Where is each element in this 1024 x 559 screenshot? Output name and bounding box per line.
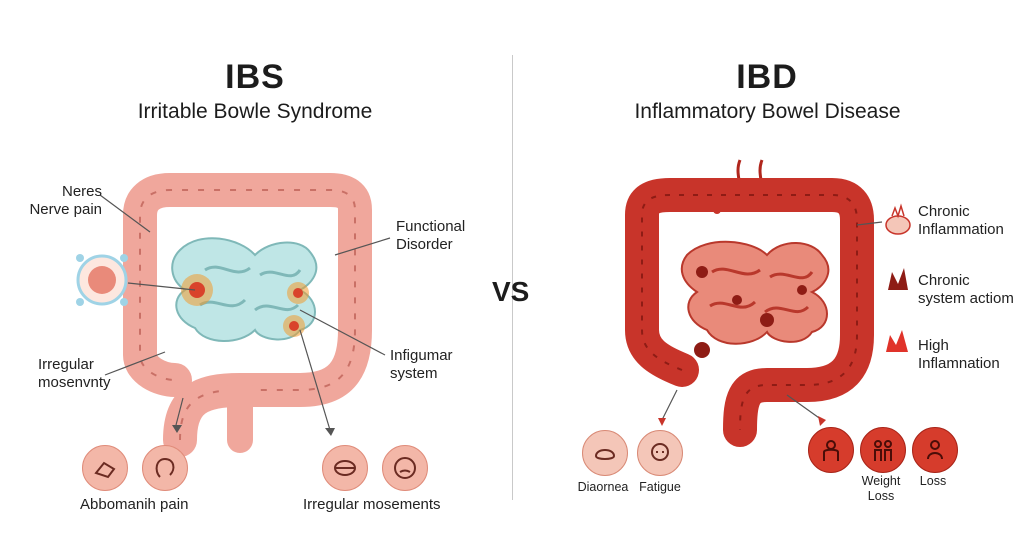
stomach-icon bbox=[142, 445, 188, 491]
chronic-system-action-icon bbox=[888, 268, 908, 290]
weight-loss-icon bbox=[860, 427, 906, 473]
ibd-label-chronic-inflammation: Chronic Inflammation bbox=[918, 203, 1004, 238]
ibd-subtitle: Inflammatory Bowel Disease bbox=[634, 100, 901, 123]
ibs-label-functional-disorder: Functional Disorder bbox=[396, 218, 466, 253]
ibs-caption-irregular-movements: Irregular mosements bbox=[303, 496, 441, 513]
ibs-intestine-illustration bbox=[76, 173, 391, 457]
ibd-caption-weight-loss: Weight Loss bbox=[861, 474, 901, 503]
ibs-colon bbox=[123, 173, 372, 457]
vs-label: VS bbox=[492, 276, 530, 307]
ibs-label-nerve-pain: Neres Nerve pain bbox=[29, 183, 102, 218]
fatigue-icon bbox=[637, 430, 683, 476]
ibs-label-system: Infigumar system bbox=[390, 347, 453, 382]
ibs-label-irregular: Irregular mosenvnty bbox=[38, 356, 111, 391]
ibd-label-chronic-system: Chronic system actiom bbox=[918, 272, 1014, 307]
center-divider bbox=[512, 55, 513, 500]
nerve-badge-icon bbox=[76, 254, 128, 306]
ibd-lesions bbox=[694, 266, 807, 358]
ibd-colon bbox=[625, 178, 874, 447]
ibd-caption-loss: Loss bbox=[919, 474, 947, 488]
ibs-pain-hotspots bbox=[181, 274, 309, 337]
ibd-label-high-inflammation: High Inflamnation bbox=[918, 337, 1000, 372]
ibd-title: IBD bbox=[736, 58, 798, 96]
chronic-inflammation-icon bbox=[885, 203, 911, 235]
ibs-caption-abdominal-pain: Abbomanih pain bbox=[80, 496, 189, 513]
person-icon bbox=[808, 427, 854, 473]
abdominal-pain-icon bbox=[82, 445, 128, 491]
diarrhea-icon bbox=[582, 430, 628, 476]
ibd-small-intestine bbox=[680, 240, 830, 345]
discomfort-face-icon bbox=[382, 445, 428, 491]
ibd-caption-diarrhea: Diaornea bbox=[577, 480, 629, 494]
ibs-subtitle: Irritable Bowle Syndrome bbox=[137, 100, 373, 123]
ibd-caption-fatigue: Fatigue bbox=[639, 480, 681, 494]
high-inflammation-icon bbox=[886, 330, 908, 352]
ibs-title: IBS bbox=[225, 58, 285, 96]
ibd-intestine-illustration bbox=[625, 159, 911, 447]
loss-icon bbox=[912, 427, 958, 473]
bowel-movement-icon bbox=[322, 445, 368, 491]
